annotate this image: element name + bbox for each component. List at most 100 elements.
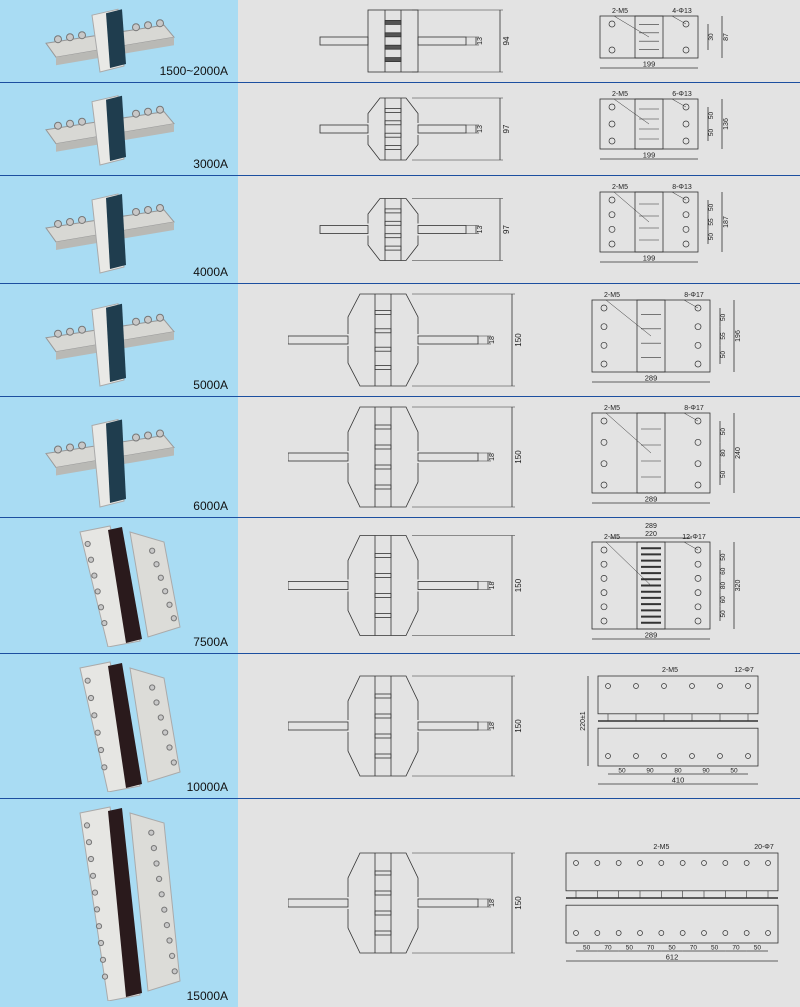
bolt-icon [54,445,62,454]
bolt-icon [54,329,62,338]
bolt-icon [84,540,91,548]
outer-width-label: 289 [645,523,657,530]
strip-section [374,890,392,896]
rated-current-label: 6000A [193,499,228,513]
screw-spec-label: 2-M5 [604,405,620,412]
strip-section [384,107,402,113]
shunt-body-outline [367,135,419,161]
terminal-plate-outline [597,727,759,767]
mounting-hole [600,560,608,568]
mounting-hole [694,323,702,331]
mounting-hole [745,683,751,689]
shunt-body-outline [367,198,419,224]
mounting-hole [682,196,690,204]
shunt-body-outline [367,235,419,261]
photo-cell: 15000A [0,799,238,1007]
shunt-body-outline [347,463,419,508]
bolt-icon [66,327,74,336]
mounting-hole [694,603,702,611]
mounting-hole [615,860,622,866]
mounting-hole [682,103,690,111]
bolt-icon [54,35,62,44]
strip-section [374,328,392,334]
terminal-bar-right [417,581,479,590]
rated-current-label: 7500A [193,635,228,649]
strip-section [374,693,392,699]
screw-spec-label: 2-M5 [604,292,620,299]
row-divider [0,798,800,799]
bolt-icon [97,746,105,754]
width-label: 289 [645,631,658,640]
strip-section [374,713,392,719]
width-label: 612 [666,953,679,962]
bolt-icon [94,729,101,736]
spacing-label: 50 [583,945,591,952]
mounting-hole [600,417,608,425]
bolt-icon [54,219,62,228]
mounting-hole [694,560,702,568]
terminal-bar-left [288,898,349,908]
bolt-icon [132,207,140,216]
strip-section [384,132,402,138]
spacing-label: 50 [754,945,762,952]
spacing-label: 90 [646,768,654,775]
spacing-label: 50 [720,553,727,561]
bolt-icon [156,19,164,28]
width-label: 289 [645,374,658,383]
shunt-photo [45,303,175,387]
spacing-label: 55 [708,218,715,226]
height-label: 150 [514,578,523,592]
mounting-hole [682,137,690,145]
hole-spec-label: 4-Φ13 [672,8,692,15]
strip-section [374,444,392,450]
bolt-icon [157,574,164,581]
rated-current-label: 4000A [193,265,228,279]
rated-current-label: 5000A [193,378,228,392]
bolt-icon [153,699,160,706]
bolt-icon [166,744,173,751]
mounting-hole [765,860,771,866]
photo-cell: 4000A [0,176,238,283]
height-label: 94 [502,36,511,45]
mounting-hole [701,930,707,936]
thickness-label: 13 [477,125,484,133]
bolt-icon [144,107,152,116]
mounting-hole [689,753,695,759]
bolt-icon [170,759,177,766]
shunt-photo [79,806,181,1001]
base-plate [129,812,181,992]
mounting-hole [600,481,608,489]
mounting-hole [694,617,702,625]
resistor-block-outline [634,15,664,59]
mounting-hole [573,860,579,866]
bolt-icon [97,604,105,611]
shunt-photo [79,661,181,792]
bolt-icon [149,547,156,554]
terminal-bar-right [417,124,467,134]
bolt-icon [132,317,140,326]
bolt-icon [66,443,74,452]
bolt-icon [99,956,107,963]
height-label: 150 [514,896,523,910]
bolt-icon [95,923,103,930]
shunt-photo [79,525,181,647]
terminal-bar-left [319,36,369,46]
thickness-label: 18 [489,453,496,461]
photo-cell: 6000A [0,397,238,517]
strip-section [384,44,402,50]
bolt-icon [166,937,173,944]
mounting-hole [605,753,611,759]
bolt-icon [150,845,158,852]
